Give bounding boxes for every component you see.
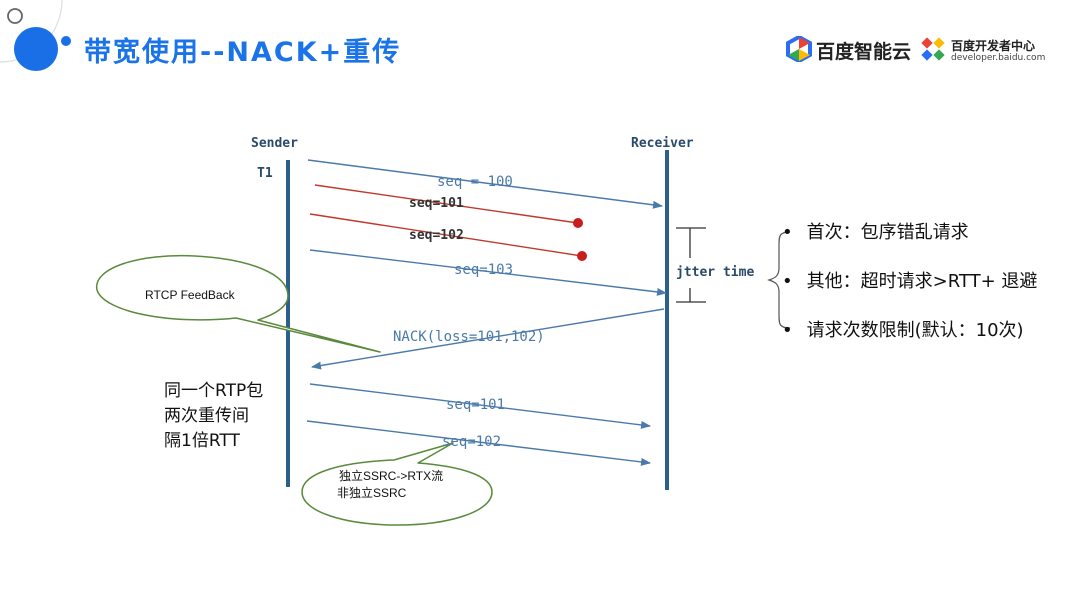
- bullet-brace: [767, 231, 791, 329]
- label-seq101-retx: seq=101: [446, 397, 506, 413]
- arrow-seq100: [307, 159, 663, 209]
- callout-ssrc-line2: 非独立SSRC: [337, 486, 407, 500]
- callout-rtcp-text: RTCP FeedBack: [145, 288, 235, 302]
- callout-rtcp: [96, 254, 381, 353]
- sender-label: Sender: [251, 136, 298, 151]
- dev-center-logo-text: 百度开发者中心: [951, 39, 1036, 53]
- label-seq102-lost: seq=102: [409, 228, 464, 243]
- note-line-1: 同一个RTP包: [164, 381, 264, 401]
- label-seq101-lost: seq=101: [409, 196, 464, 211]
- baidu-cloud-logo-icon: [786, 36, 812, 62]
- arrow-seq102-lost: [309, 213, 583, 257]
- bullet-item-first-request: 首次：包序错乱请求: [782, 218, 1037, 267]
- baidu-cloud-logo-text: 百度智能云: [816, 41, 912, 63]
- loss-dot-101: [573, 218, 583, 228]
- small-ring-icon: [7, 8, 23, 24]
- arrow-nack: [311, 308, 665, 370]
- callout-ssrc: [301, 442, 493, 526]
- loss-dot-102: [577, 251, 587, 261]
- jitter-time-label: jtter time: [676, 265, 755, 280]
- bullet-list: 首次：包序错乱请求 其他：超时请求>RTT+ 退避 请求次数限制(默认：10次): [782, 218, 1038, 365]
- label-nack: NACK(loss=101,102): [393, 329, 545, 345]
- label-seq100: seq = 100: [437, 174, 513, 190]
- callout-ssrc-line1: 独立SSRC->RTX流: [339, 469, 444, 483]
- dev-center-logo-icon: [921, 37, 945, 61]
- arrow-seq102-retx: [306, 420, 651, 466]
- slide-title: 带宽使用--NACK+重传: [84, 37, 402, 68]
- note-line-3: 隔1倍RTT: [164, 431, 240, 451]
- big-blue-dot-icon: [14, 27, 58, 71]
- arrow-seq101-retx: [309, 383, 651, 429]
- arrow-seq101-lost: [314, 184, 579, 224]
- label-seq102-retx: seq=102: [442, 434, 502, 450]
- bullet-item-request-limit: 请求次数限制(默认：10次): [782, 316, 1037, 365]
- arrow-seq103: [309, 249, 667, 296]
- note-line-2: 两次重传间: [164, 406, 249, 426]
- t1-label: T1: [257, 166, 273, 181]
- dev-center-url: developer.baidu.com: [951, 53, 1046, 63]
- bullet-item-timeout-request: 其他：超时请求>RTT+ 退避: [782, 267, 1038, 316]
- receiver-label: Receiver: [631, 136, 694, 151]
- jitter-bracket: [676, 227, 706, 303]
- label-seq103: seq=103: [454, 262, 514, 278]
- small-blue-dot-icon: [61, 36, 71, 46]
